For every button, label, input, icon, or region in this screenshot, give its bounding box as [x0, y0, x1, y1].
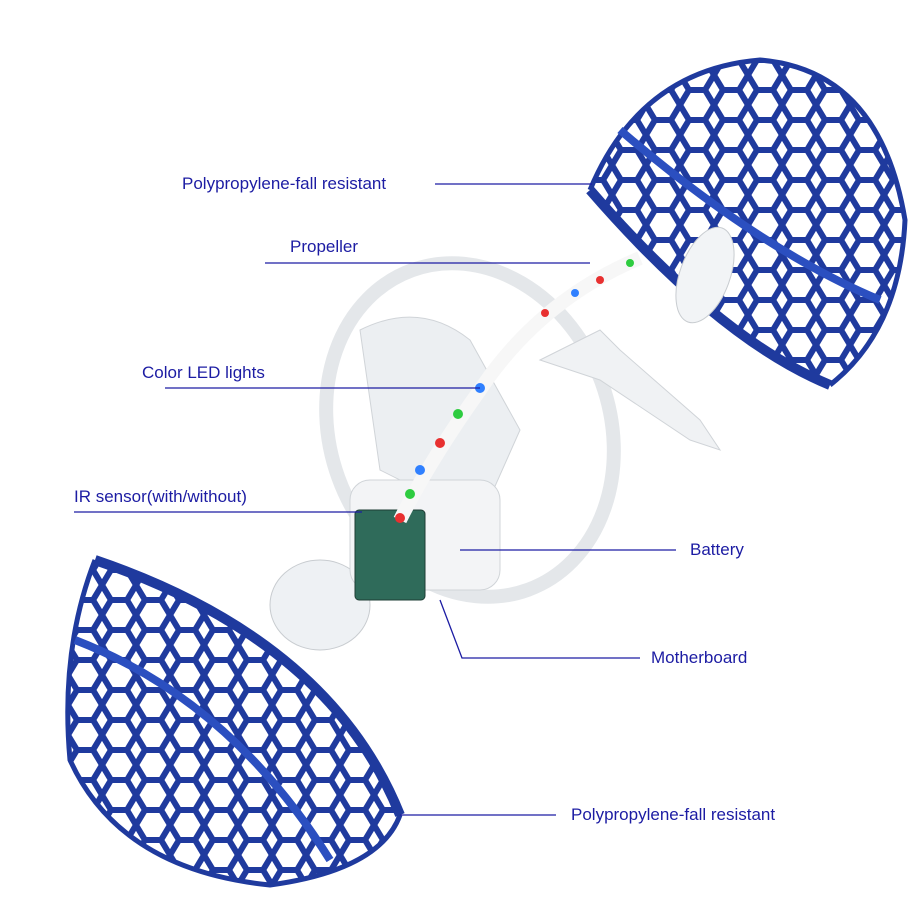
bottom-disc	[269, 559, 371, 651]
guard-ring	[319, 256, 621, 604]
label-bottom-shell: Polypropylene-fall resistant	[571, 805, 776, 824]
label-battery: Battery	[690, 540, 744, 559]
led-dots	[395, 259, 634, 523]
top-disc	[675, 226, 735, 324]
fan-blades	[359, 316, 521, 521]
label-propeller: Propeller	[290, 237, 359, 256]
label-top-shell: Polypropylene-fall resistant	[182, 174, 387, 193]
leader-lines	[74, 183, 676, 816]
motherboard	[354, 509, 426, 601]
label-ir-sensor: IR sensor(with/without)	[74, 487, 247, 506]
propeller	[538, 329, 722, 451]
label-led-lights: Color LED lights	[142, 363, 265, 382]
label-motherboard: Motherboard	[651, 648, 748, 667]
top-shell	[586, 57, 908, 390]
